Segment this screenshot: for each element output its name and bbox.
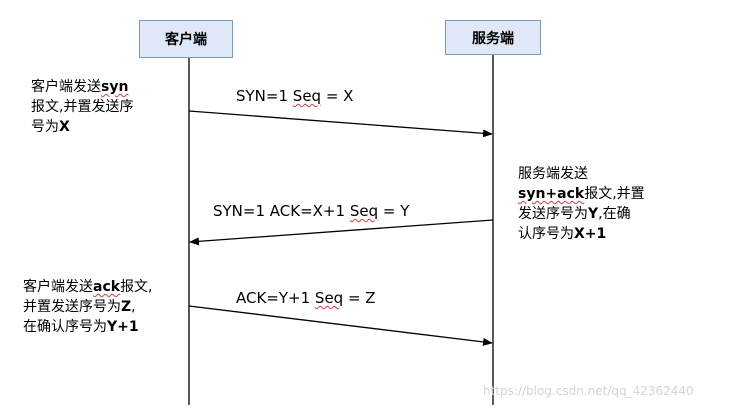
note-keyword: syn (101, 79, 129, 95)
note-text: 客户端发送 (23, 279, 93, 295)
note-text: , (131, 299, 136, 315)
note-keyword: Y+1 (107, 319, 139, 335)
note-keyword: ack (93, 279, 121, 295)
message-text: = X (321, 87, 354, 105)
note-text: 发送序号为 (518, 206, 588, 222)
client-step1-note: 客户端发送syn 报文,并置发送序 号为X (31, 77, 133, 137)
note-text: 在确认序号为 (23, 319, 107, 335)
message-text: ACK=Y+1 (236, 289, 315, 307)
message-text: Seq (292, 87, 322, 105)
note-text: 报文, (120, 279, 153, 295)
note-keyword: X+1 (574, 226, 607, 242)
note-text: ,在确 (598, 206, 631, 222)
server-step2-note: 服务端发送 syn+ack报文,并置 发送序号为Y,在确 认序号为X+1 (518, 164, 645, 244)
note-text: 报文,并置发送序 (31, 99, 134, 115)
server-box: 服务端 (445, 20, 541, 55)
client-step3-note: 客户端发送ack报文, 并置发送序号为Z, 在确认序号为Y+1 (23, 277, 153, 337)
note-text: 认序号为 (518, 226, 574, 242)
arrow-syn-ack (189, 219, 494, 246)
note-text: 号为 (31, 119, 59, 135)
note-keyword: Z (121, 299, 132, 315)
note-keyword: syn+ack (518, 186, 585, 202)
note-keyword: X (59, 119, 70, 135)
note-text: 并置发送序号为 (23, 299, 121, 315)
message-syn-label: SYN=1 Seq = X (236, 87, 353, 105)
note-text: 服务端发送 (518, 166, 588, 182)
message-text: Seq (349, 202, 379, 220)
message-text: SYN=1 (236, 87, 293, 105)
message-text: = Z (343, 289, 376, 307)
message-text: = Y (378, 202, 410, 220)
message-text: Seq (314, 289, 344, 307)
note-text: 客户端发送 (31, 79, 101, 95)
server-label: 服务端 (472, 30, 514, 47)
message-syn-ack-label: SYN=1 ACK=X+1 Seq = Y (213, 202, 409, 220)
client-box: 客户端 (139, 20, 233, 58)
message-ack-label: ACK=Y+1 Seq = Z (236, 289, 376, 307)
message-text: SYN=1 ACK=X+1 (213, 202, 350, 220)
arrow-syn (188, 110, 493, 138)
arrow-ack (188, 305, 493, 346)
watermark-text: https://blog.csdn.net/qq_42362440 (483, 384, 694, 398)
note-keyword: Y (588, 206, 599, 222)
client-label: 客户端 (165, 32, 207, 48)
note-text: 报文,并置 (584, 186, 645, 202)
